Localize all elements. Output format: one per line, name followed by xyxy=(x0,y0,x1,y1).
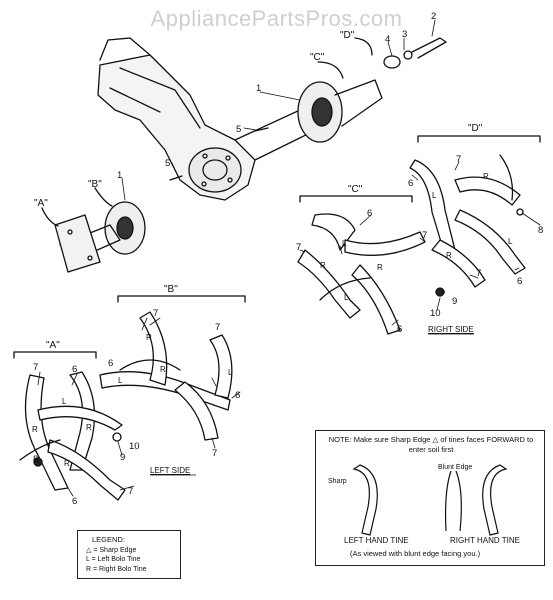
transmission-housing xyxy=(97,37,321,201)
part-number-5-lower: 5 xyxy=(165,158,170,169)
assembly-label-c: "C" xyxy=(348,184,363,195)
tine-letter-r-a1: R xyxy=(32,425,38,434)
part-number-1-right: 1 xyxy=(256,83,261,94)
part-number-7-d2: 7 xyxy=(476,268,481,279)
legend-row-sharp: △ = Sharp Edge xyxy=(86,546,136,554)
part-number-8-right: 8 xyxy=(538,225,543,236)
legend-row-left: L = Left Bolo Tine xyxy=(86,556,140,563)
part-number-6-b1: 6 xyxy=(108,358,113,369)
part-number-6-d2: 6 xyxy=(517,276,522,287)
part-number-9-right: 9 xyxy=(452,296,457,307)
part-number-9-left: 9 xyxy=(120,452,125,463)
left-hub-assembly xyxy=(54,175,183,273)
bracket-c xyxy=(299,195,413,203)
part-number-5-upper: 5 xyxy=(236,124,241,135)
legend-row-right: R = Right Bolo Tine xyxy=(86,566,147,573)
arrow-c xyxy=(317,61,344,79)
legend-text-right: = Right Bolo Tine xyxy=(93,566,147,573)
part-number-7-a1: 7 xyxy=(33,362,38,373)
part-number-10-left: 10 xyxy=(129,441,140,452)
tine-letter-r-c2: R xyxy=(377,263,383,272)
part-number-7-a2: 7 xyxy=(128,486,133,497)
part-number-4: 4 xyxy=(385,34,390,45)
bracket-b xyxy=(117,295,246,303)
part-number-1-left: 1 xyxy=(117,170,122,181)
tine-letter-l-a: L xyxy=(62,397,67,406)
note-box: NOTE: Make sure Sharp Edge △ of tines fa… xyxy=(315,430,545,566)
callout-c: "C" xyxy=(310,52,325,63)
part-number-7-c1: 7 xyxy=(296,242,301,253)
tine-letter-r-a3: R xyxy=(64,459,70,468)
tine-letter-r-d1: R xyxy=(483,172,489,181)
tine-letter-r-a2: R xyxy=(86,423,92,432)
triangle-icon: △ xyxy=(86,547,92,554)
legend-symbol-right: R xyxy=(86,566,92,573)
tine-letter-l-b2: L xyxy=(228,368,233,377)
part-number-6-d1: 6 xyxy=(408,178,413,189)
sharp-label: Sharp xyxy=(328,478,347,485)
right-side-label: RIGHT SIDE xyxy=(428,325,474,334)
arrow-a xyxy=(41,207,59,227)
part-number-6-c2: 6 xyxy=(397,324,402,335)
blunt-edge-label: Blunt Edge xyxy=(438,464,472,471)
part-number-7-d1: 7 xyxy=(456,154,461,165)
right-hand-tine-label: RIGHT HAND TINE xyxy=(450,536,520,545)
tine-orientation-illustration: Sharp Blunt Edge LEFT HAND TINE RIGHT HA… xyxy=(328,464,520,558)
watermark: AppliancePartsPros.com xyxy=(150,6,403,31)
part-number-6-b2: 6 xyxy=(235,390,240,401)
tine-letter-r-b1: R xyxy=(146,333,152,342)
assembly-label-d: "D" xyxy=(468,123,483,134)
legend-box: LEGEND: △ = Sharp Edge L = Left Bolo Tin… xyxy=(77,530,181,579)
part-number-6-a2: 6 xyxy=(72,496,77,507)
part-number-7-c2: 7 xyxy=(422,230,427,241)
assembly-label-b: "B" xyxy=(164,284,178,295)
legend-text-sharp: = Sharp Edge xyxy=(93,547,137,554)
note-text: NOTE: Make sure Sharp Edge △ of tines fa… xyxy=(328,435,534,454)
part-number-8-left: 8 xyxy=(33,454,38,465)
tine-assembly-b xyxy=(99,311,233,441)
callout-d: "D" xyxy=(340,30,355,41)
tine-letter-l-b1: L xyxy=(118,376,123,385)
callout-b: "B" xyxy=(88,179,102,190)
left-hand-tine-label: LEFT HAND TINE xyxy=(344,536,409,545)
legend-symbol-left: L xyxy=(86,556,90,563)
part-number-6-a1: 6 xyxy=(72,364,77,375)
part-number-10-right: 10 xyxy=(430,308,441,319)
tine-letter-l-d2: L xyxy=(508,237,513,246)
legend-title: LEGEND: xyxy=(92,535,125,544)
assembly-label-a: "A" xyxy=(46,340,60,351)
arrow-d xyxy=(354,37,373,56)
tine-letter-l-c2: L xyxy=(344,293,349,302)
tine-letter-r-c1: R xyxy=(320,261,326,270)
legend-text-left: = Left Bolo Tine xyxy=(91,556,141,563)
tine-assembly-a xyxy=(19,371,126,501)
tine-letter-l-c1: L xyxy=(342,239,347,248)
part-number-6-c1: 6 xyxy=(367,208,372,219)
tine-assembly-c xyxy=(297,213,426,335)
left-side-label: LEFT SIDE xyxy=(150,466,190,475)
tine-assembly-d xyxy=(409,154,526,297)
part-number-7-b3: 7 xyxy=(212,448,217,459)
leader-lines xyxy=(34,19,541,497)
bracket-d xyxy=(417,135,541,143)
tine-letter-r-b2: R xyxy=(160,365,166,374)
bracket-a xyxy=(13,351,97,359)
callout-a: "A" xyxy=(34,198,48,209)
note-caption: (As viewed with blunt edge facing you.) xyxy=(350,549,481,558)
part-number-2: 2 xyxy=(431,11,436,22)
tine-letter-l-d1: L xyxy=(432,191,437,200)
tine-letter-r-d2: R xyxy=(446,251,452,260)
part-number-3: 3 xyxy=(402,29,407,40)
part-number-7-b1: 7 xyxy=(153,308,158,319)
arrow-b xyxy=(94,187,113,207)
right-hub-assembly xyxy=(254,37,447,143)
part-number-7-b2: 7 xyxy=(215,322,220,333)
